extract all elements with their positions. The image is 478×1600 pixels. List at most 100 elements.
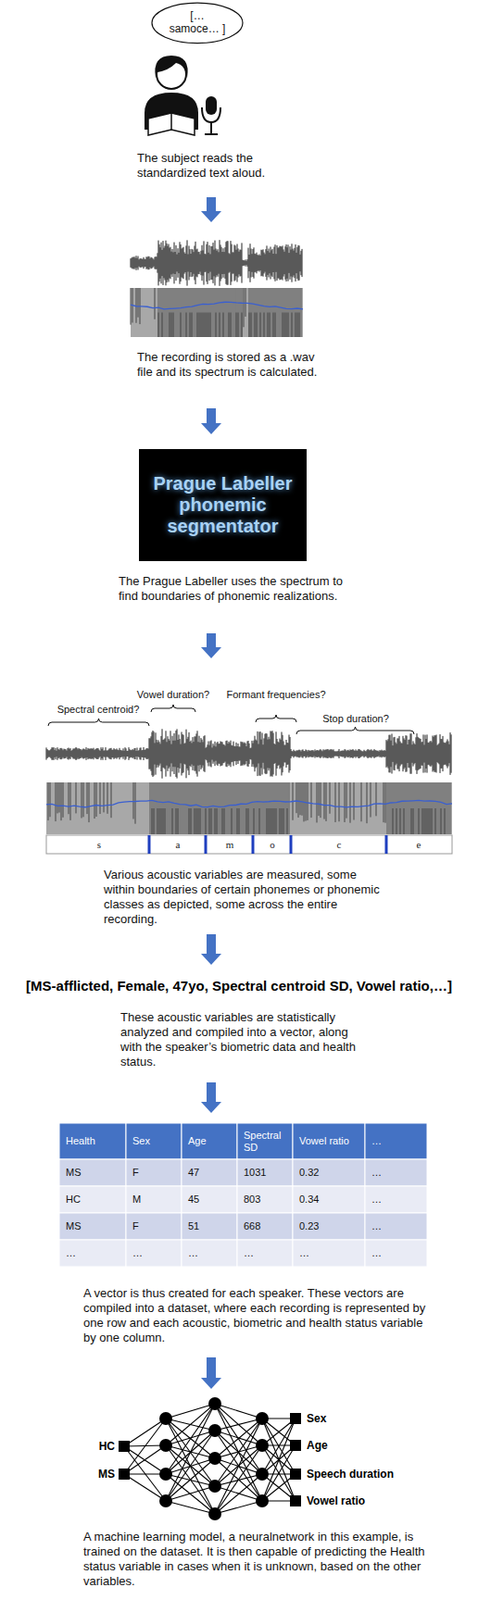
table-cell-bg [292,1240,365,1268]
neuron [208,1424,222,1438]
table-cell: … [243,1247,290,1260]
table-cell-bg [364,1213,428,1241]
caption: The recording is stored as a .wav file a… [137,350,318,380]
speech-bubble: […samoce… ] [150,1,244,45]
network-link [214,1501,263,1515]
table-cell-bg [59,1159,126,1187]
segment-boundary [289,835,293,855]
table-cell-bg [59,1123,126,1160]
table-cell-bg [181,1213,238,1241]
table-cell: MS [65,1220,124,1233]
measure-label: Spectral centroid? [57,704,140,716]
caption: Various acoustic variables are measured,… [103,867,382,928]
segment-boundary [251,835,255,855]
spectrogram [46,782,453,835]
table-cell: F [132,1220,179,1233]
table-cell: … [132,1247,179,1260]
network-link [124,1419,166,1447]
segment-boundary [204,835,208,855]
phoneme-label: m [226,839,235,851]
table-cell-bg [237,1186,293,1214]
caption: The Prague Labeller uses the spectrum to… [118,574,351,604]
table-cell: … [371,1220,425,1233]
neuron [208,1397,222,1411]
neuron [255,1495,269,1509]
table-cell: … [188,1247,235,1260]
table-cell-bg [237,1123,293,1160]
table-cell: F [132,1167,179,1180]
down-arrow [201,408,222,435]
network-link [262,1419,296,1502]
segment-strip [46,835,453,855]
network-link [165,1501,215,1515]
software-box: Prague Labeller phonemic segmentator [138,449,307,562]
network-link [124,1474,166,1502]
network-link [165,1404,215,1502]
phoneme-label: c [337,839,342,851]
table-cell: … [371,1167,425,1180]
table-cell-bg [292,1213,365,1241]
caption: A vector is thus created for each speake… [83,1286,431,1346]
neural-network [118,1397,302,1522]
caption: A machine learning model, a neuralnetwor… [83,1530,436,1590]
network-link [214,1404,263,1475]
neuron [159,1439,173,1453]
network-link [214,1474,263,1515]
io-square [118,1441,130,1453]
waveform-image [130,239,303,338]
table-cell-bg [125,1123,182,1160]
pitch-contour [130,301,303,310]
down-arrow [201,1082,222,1114]
measure-label: Formant frequencies? [226,689,327,701]
table-cell: … [299,1247,363,1260]
table-cell-bg [181,1240,238,1268]
brackets [48,704,415,735]
phoneme-label: s [97,839,101,851]
network-link [165,1431,215,1447]
table-cell-bg [237,1240,293,1268]
table-cell: 0.34 [299,1194,363,1207]
table-cell-bg [364,1159,428,1187]
table-cell: 1031 [243,1167,290,1180]
table-cell: … [65,1247,124,1260]
caption: The subject reads the standardized text … [137,150,314,181]
table-cell-bg [125,1213,182,1241]
pitch-contour [46,800,453,808]
network-link [124,1446,166,1475]
table-cell: 45 [188,1194,235,1207]
table-cell-bg [181,1159,238,1187]
table-header: … [371,1135,425,1148]
output-label: Speech duration [306,1468,394,1482]
reader-icon [144,55,221,136]
io-square [289,1440,302,1452]
table-cell-bg [292,1159,365,1187]
neuron [255,1439,269,1453]
phoneme-label: a [176,839,181,851]
network-link [165,1431,215,1502]
neuron [159,1495,173,1509]
waveform [46,729,452,779]
waveform [130,239,302,287]
down-arrow [201,633,222,659]
table-cell-bg [59,1213,126,1241]
table-cell-bg [292,1123,365,1160]
network-link [165,1404,215,1420]
output-label: Vowel ratio [306,1495,365,1509]
network-link [165,1459,215,1502]
network-link [165,1446,215,1515]
table-cell-bg [59,1240,126,1268]
table-cell: M [132,1194,179,1207]
table-header: Vowel ratio [299,1135,363,1148]
node-text: […samoce… ] [165,10,229,37]
neuron [159,1412,173,1426]
table-header: Sex [132,1135,179,1148]
table-cell-bg [181,1123,238,1160]
table-cell-bg [181,1186,238,1214]
table-cell: 51 [188,1220,235,1233]
output-label: Age [306,1439,328,1453]
table-cell: 668 [243,1220,290,1233]
table-cell-bg [59,1186,126,1214]
